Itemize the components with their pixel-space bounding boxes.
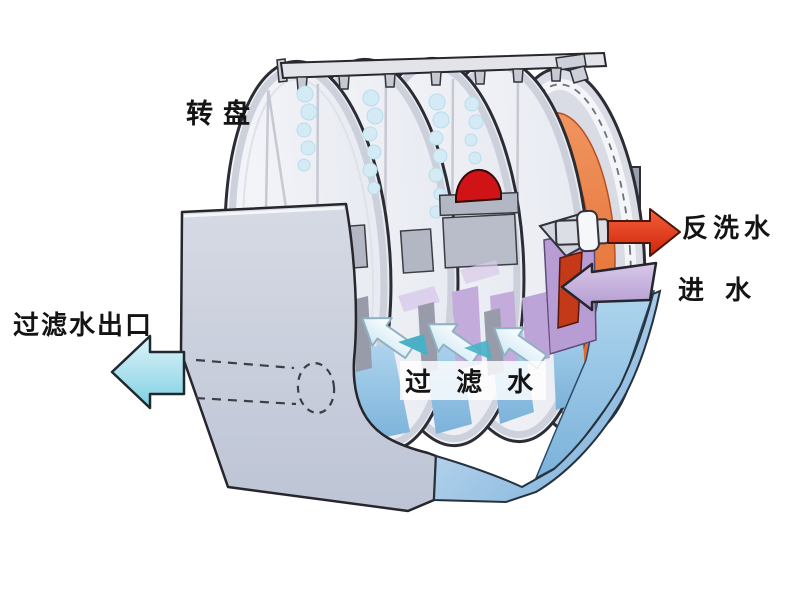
- backwash-flow-arrow: [607, 208, 681, 257]
- hidden-outlet-pipe-dashes: [195, 358, 336, 415]
- filtered-water-outlet-arrow: [110, 334, 186, 410]
- wash-water-droplets: [296, 85, 484, 219]
- label-filtered-water: 过 滤 水: [400, 361, 547, 400]
- spray-nozzles: [296, 67, 562, 91]
- label-backwash-water: 反洗水: [682, 214, 776, 244]
- inlet-flow-arrow: [560, 261, 658, 312]
- filtered-water-arrows: [361, 317, 548, 370]
- spray-bar: [276, 51, 608, 91]
- filtrate-chamber: [179, 202, 438, 513]
- backwash-outlet: [538, 208, 681, 258]
- tank-front-wall: [432, 289, 662, 504]
- label-inlet-water: 进 水: [678, 276, 758, 306]
- backwash-shoe-dome: [455, 168, 502, 204]
- label-filtered-water-outlet: 过滤水出口: [13, 311, 154, 341]
- label-rotary-disc: 转盘: [186, 99, 260, 130]
